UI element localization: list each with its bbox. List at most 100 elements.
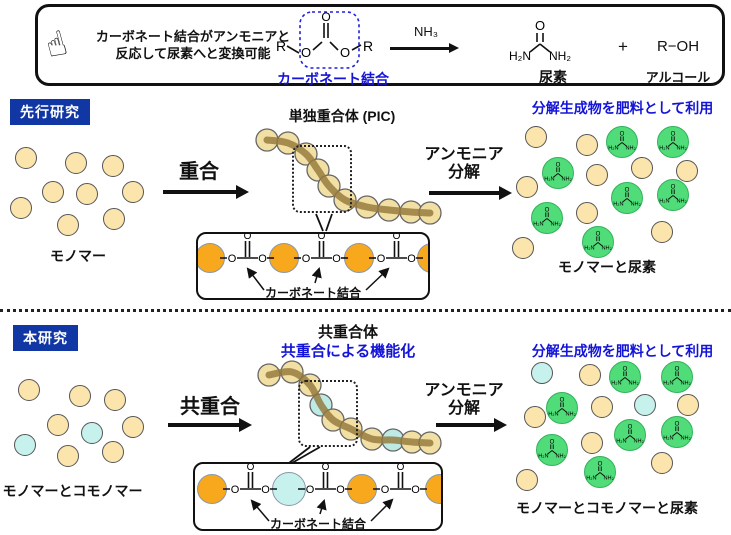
amine-group: NH₂ [676, 199, 686, 205]
monomer-circle [576, 202, 598, 224]
carbonate-pointer-arrows [246, 266, 390, 291]
oxygen-atom: O [261, 484, 270, 496]
monomer-circle [18, 379, 40, 401]
chain-zoom-box-s2 [298, 380, 358, 447]
monomer-circle [57, 445, 79, 467]
urea-structure: O H₂N NH₂ [548, 396, 576, 417]
carbonate-linkage: O O O [298, 464, 352, 496]
zoom-callout-s2 [288, 446, 321, 464]
urea-structure: O H₂N NH₂ [613, 186, 641, 208]
urea-structure: O H₂N NH₂ [611, 365, 639, 387]
section2-ammonia-label: アンモニア 分解 [414, 382, 514, 418]
urea-structure: O H₂N NH₂ [663, 365, 691, 387]
carbonate-highlight-box [299, 11, 360, 69]
linkage-slot: O O O [222, 462, 278, 497]
monomer-circle [65, 152, 87, 174]
carbonate-linkage: O O O [373, 462, 427, 496]
oxygen-atom: O [336, 484, 345, 496]
amine-group: NH₂ [601, 246, 611, 252]
carbonate-structure: R O O O R [276, 10, 373, 69]
r-group: R [276, 38, 286, 54]
oxygen-atom: O [623, 365, 628, 372]
amine-group: NH₂ [680, 436, 690, 442]
ammonolysis-arrow-s2 [436, 423, 494, 427]
oxygen-atom: O [675, 365, 680, 372]
ammonia-line1: アンモニア [424, 382, 504, 399]
oxygen-atom: O [675, 420, 680, 427]
summary-box: ☝ カーボネート結合がアンモニアと 反応して尿素へと変換可能 R O O O R… [35, 4, 725, 87]
oxygen-atom: O [620, 130, 625, 137]
carbonyl-oxygen-atom: O [247, 462, 255, 473]
ammonolysis-arrow-s1 [429, 191, 499, 195]
carbonate-linkage: O O O [223, 462, 277, 496]
carbonyl-oxygen-atom: O [318, 232, 326, 242]
amine-group: H₂N [613, 202, 623, 208]
monomer-circle [69, 385, 91, 407]
carbonyl-oxygen-atom: O [244, 232, 252, 242]
comonomer-circle [14, 434, 36, 456]
amine-group: H₂N [586, 476, 596, 482]
urea-structure: O H₂N NH₂ [586, 460, 614, 482]
ammonia-line2: 分解 [447, 400, 480, 417]
oxygen-atom: O [377, 253, 386, 265]
section1-polymer-title: 単独重合体 (PIC) [288, 108, 396, 124]
carbonate-detail-box-s1: O O O O O O O O O [196, 232, 430, 300]
monomer-circle [676, 160, 698, 182]
monomer-circle [76, 183, 98, 205]
carbonyl-oxygen-atom: O [321, 10, 330, 24]
section2-polymer-subtitle: 共重合による機能化 [280, 343, 416, 360]
carbonate-linkage: O O O [294, 232, 348, 265]
urea-structure: O H₂N NH₂ [659, 130, 687, 151]
section2-copolymerization-label: 共重合 [180, 396, 240, 418]
amine-group: H₂N [611, 381, 621, 387]
amine-group: NH₂ [603, 476, 613, 482]
urea-structure-large: O H₂N NH₂ [509, 18, 571, 63]
carbonyl-oxygen-atom: O [393, 232, 401, 242]
linkage-slot: O O O [372, 462, 428, 497]
urea-circle: O H₂N NH₂ [661, 416, 693, 448]
chain2 [257, 360, 442, 455]
urea-structure: O H₂N NH₂ [663, 420, 691, 442]
urea-circle: O H₂N NH₂ [657, 179, 689, 211]
oxygen-atom: O [625, 186, 630, 193]
section2-left-label: モノマーとコモノマー [2, 483, 143, 499]
monomer-circle [524, 406, 546, 428]
urea-structure: O H₂N NH₂ [544, 161, 572, 182]
monomer-circle [103, 208, 125, 230]
oxygen-atom: O [381, 484, 390, 496]
section1-blue-title: 分解生成物を肥料として利用 [531, 100, 714, 116]
amine-group: H₂N [663, 381, 673, 387]
alcohol-formula: R−OH [656, 38, 700, 55]
section-divider [0, 309, 731, 312]
amine-group: NH₂ [625, 146, 635, 152]
linkage-slot: O O O [368, 232, 424, 266]
r-group: R [363, 38, 373, 54]
amine-group: H₂N [616, 439, 626, 445]
oxygen-atom: O [671, 183, 676, 190]
chain-zoom-box-s1 [292, 145, 352, 213]
monomer-circle [631, 157, 653, 179]
carbonyl-oxygen-atom: O [397, 462, 405, 473]
carbonate-bond-callout-s1: カーボネート結合 [264, 286, 361, 300]
monomer-circle [581, 432, 603, 454]
amine-group: H₂N [509, 49, 531, 63]
ammonia-line2: 分解 [447, 164, 480, 181]
oxygen-atom: O [671, 130, 676, 137]
monomer-circle [579, 364, 601, 386]
monomer-unit-circle [197, 474, 227, 504]
section1-right-label: モノマーと尿素 [558, 259, 656, 275]
amine-group: H₂N [608, 146, 618, 152]
amine-group: H₂N [533, 222, 543, 228]
urea-circle: O H₂N NH₂ [536, 434, 568, 466]
urea-structure: O H₂N NH₂ [616, 423, 644, 445]
carbonate-linkage: O O O [369, 232, 423, 265]
urea-label: 尿素 [539, 69, 567, 85]
section2-right-label: モノマーとコモノマーと尿素 [516, 500, 698, 516]
oxygen-atom: O [231, 484, 240, 496]
linkage-slot: O O O [219, 232, 275, 266]
urea-circle: O H₂N NH₂ [582, 226, 614, 258]
comonomer-circle [531, 362, 553, 384]
amine-group: NH₂ [628, 381, 638, 387]
